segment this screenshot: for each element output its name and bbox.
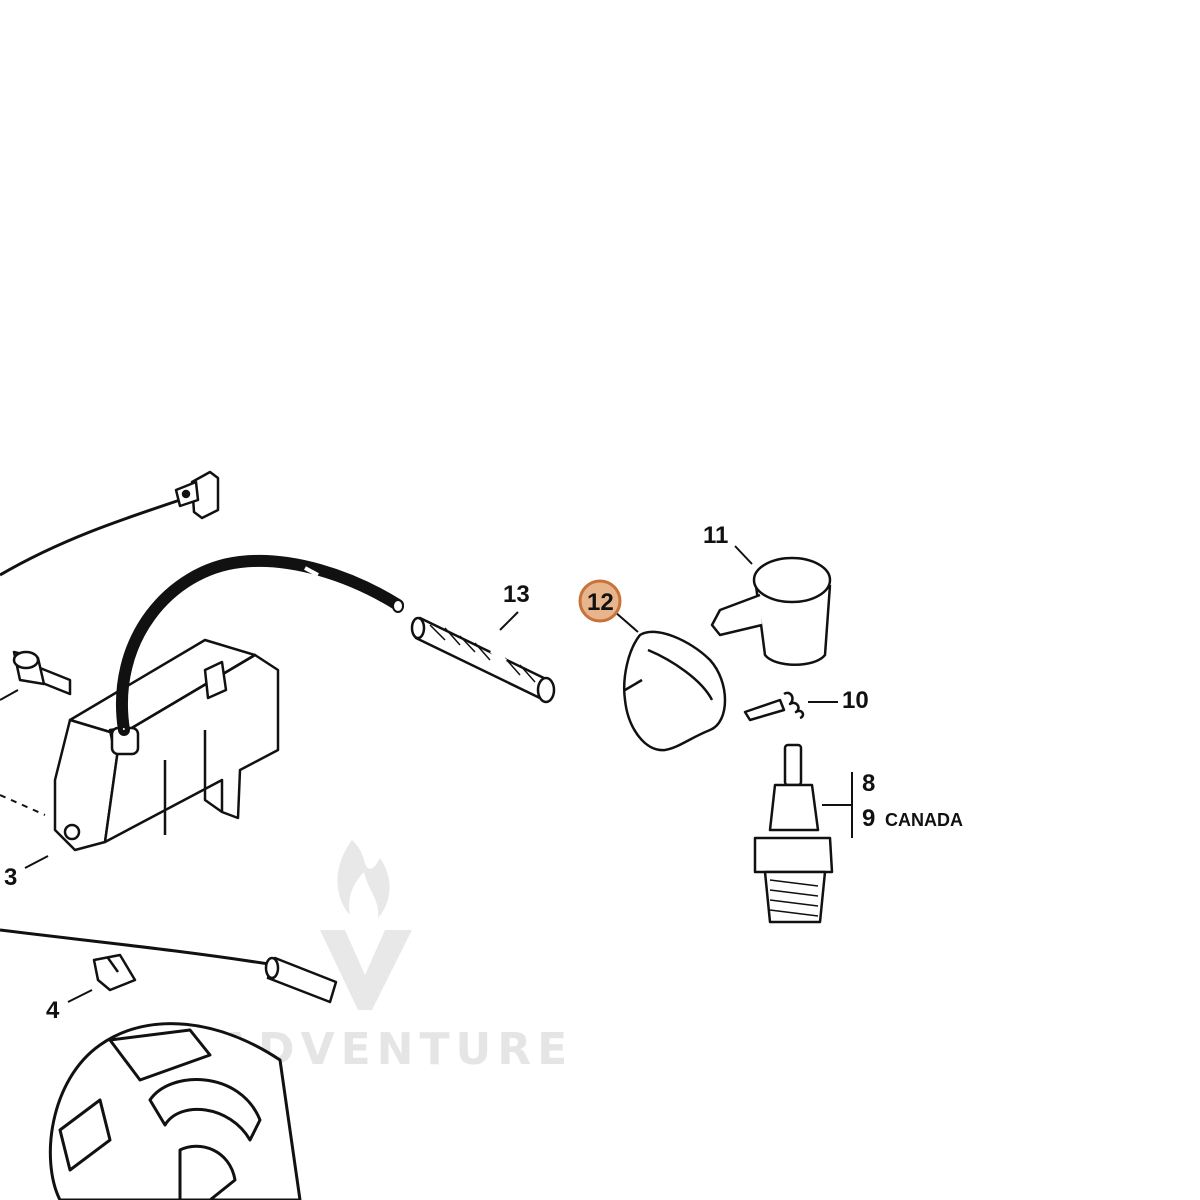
short-circuit-connector bbox=[264, 956, 338, 1004]
label-4: 4 bbox=[46, 997, 60, 1024]
cable-grommet bbox=[92, 953, 137, 992]
leader-12 bbox=[614, 611, 639, 633]
label-8: 8 bbox=[862, 770, 875, 797]
leader-3 bbox=[24, 855, 49, 869]
label-10: 10 bbox=[842, 687, 869, 714]
leader-11 bbox=[734, 545, 753, 565]
flywheel bbox=[48, 1022, 302, 1200]
label-9-suffix: CANADA bbox=[885, 810, 963, 830]
cables bbox=[0, 498, 276, 967]
leader-13 bbox=[499, 611, 519, 631]
watermark-logo bbox=[320, 840, 412, 1010]
insulating-sleeve bbox=[410, 616, 556, 704]
label-11: 11 bbox=[703, 522, 728, 549]
spark-plug bbox=[753, 743, 834, 924]
ignition-lead bbox=[116, 554, 404, 736]
spark-plug-cap bbox=[710, 556, 832, 666]
mounting-screw bbox=[12, 650, 72, 696]
label-9: 9 bbox=[862, 805, 875, 832]
highlight-12 bbox=[578, 579, 622, 623]
ground-terminal-connector bbox=[174, 470, 220, 520]
leader-lines bbox=[24, 545, 853, 1003]
label-13: 13 bbox=[503, 581, 530, 608]
label-12: 12 bbox=[587, 589, 614, 616]
label-3: 3 bbox=[4, 864, 17, 891]
contact-spring bbox=[743, 691, 805, 722]
leader-4 bbox=[67, 989, 93, 1003]
ignition-module bbox=[53, 638, 280, 852]
spark-plug-boot bbox=[623, 630, 727, 752]
